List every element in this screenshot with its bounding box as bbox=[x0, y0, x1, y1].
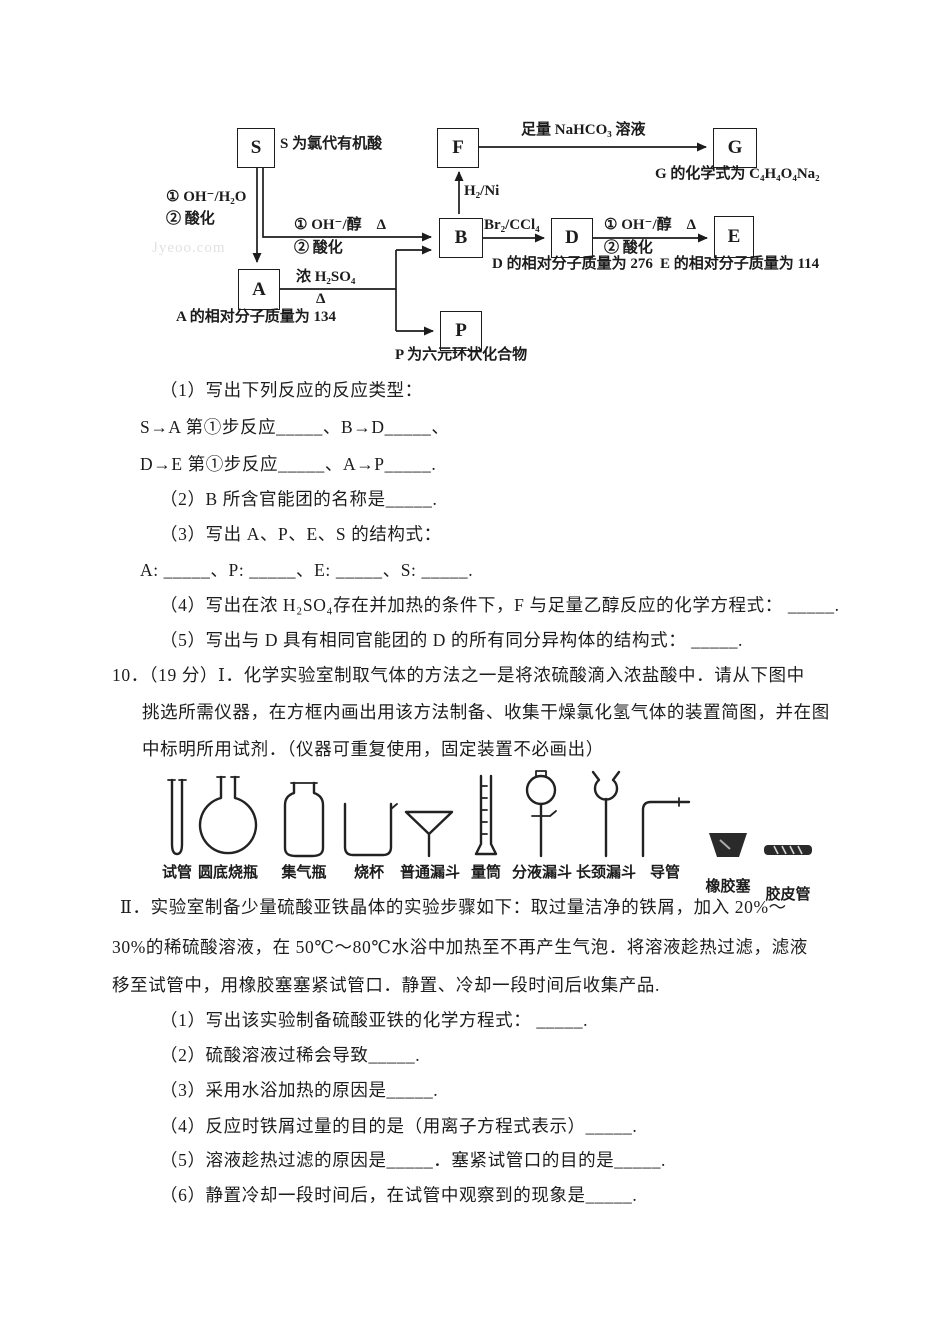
box-P: P bbox=[440, 311, 482, 351]
q10-head-line3: 中标明所用试剂．（仪器可重复使用，固定装置不必画出） bbox=[142, 739, 604, 759]
edge-label-b-to-f: H₂/Ni bbox=[464, 183, 500, 199]
long-neck-funnel-icon bbox=[576, 770, 636, 858]
equipment-beaker: 烧杯 bbox=[340, 770, 398, 882]
q10-sub6: （6）静置冷却一段时间后，在试管中观察到的现象是_____. bbox=[160, 1185, 638, 1205]
q9-part1-blanks-a: S→A 第①步反应_____、B→D_____、 bbox=[140, 417, 450, 437]
q10-head-line2: 挑选所需仪器，在方框内画出用该方法制备、收集干燥氯化氢气体的装置简图，并在图 bbox=[142, 702, 830, 722]
flowchart-connectors bbox=[252, 142, 708, 336]
q9-part2: （2）B 所含官能团的名称是_____. bbox=[160, 489, 438, 509]
q9-part1-head: （1）写出下列反应的反应类型： bbox=[160, 380, 423, 400]
q10-sub5: （5）溶液趁热过滤的原因是_____．塞紧试管口的目的是_____. bbox=[160, 1150, 667, 1170]
edge-label-s-to-b-step1: ① OH⁻/醇 Δ bbox=[294, 217, 387, 233]
equipment-separating-funnel: 分液漏斗 bbox=[512, 770, 573, 882]
box-B: B bbox=[439, 218, 483, 258]
edge-label-a-reagent: 浓 H₂SO₄ bbox=[296, 269, 356, 285]
note-G: G 的化学式为 C₄H₄O₄Na₂ bbox=[655, 166, 820, 182]
edge-label-s-to-b-step2: ② 酸化 bbox=[294, 240, 343, 256]
common-funnel-icon bbox=[400, 770, 458, 858]
equipment-label: 导管 bbox=[649, 865, 680, 881]
q9-part4: （4）写出在浓 H₂SO₄存在并加热的条件下，F 与足量乙醇反应的化学方程式： … bbox=[160, 595, 840, 615]
watermark: Jyeoo.com bbox=[152, 240, 226, 256]
equipment-label: 试管 bbox=[161, 865, 192, 881]
equipment-round-bottom-flask: 圆底烧瓶 bbox=[196, 770, 260, 882]
gas-bottle-icon bbox=[274, 770, 334, 858]
equipment-rubber-tubing: 胶皮管 bbox=[758, 770, 818, 904]
q10-sec2-line2: 30%的稀硫酸溶液，在 50℃～80℃水浴中加热至不再产生气泡．将溶液趁热过滤，… bbox=[112, 937, 808, 957]
note-A: A 的相对分子质量为 134 bbox=[176, 309, 337, 325]
test-tube-icon bbox=[158, 770, 196, 858]
q10-sub3: （3）采用水浴加热的原因是_____. bbox=[160, 1080, 439, 1100]
round-bottom-flask-icon bbox=[196, 770, 260, 858]
equipment-long-neck-funnel: 长颈漏斗 bbox=[576, 770, 636, 882]
box-F: F bbox=[437, 128, 479, 168]
edge-label-s-to-a-step2: ② 酸化 bbox=[166, 211, 215, 227]
edge-label-f-to-g: 足量 NaHCO₃ 溶液 bbox=[521, 122, 646, 138]
box-G: G bbox=[713, 128, 757, 168]
q10-head-line1: 10．（19 分）Ⅰ．化学实验室制取气体的方法之一是将浓硫酸滴入浓盐酸中．请从下… bbox=[112, 665, 805, 685]
edge-label-d-to-e-step2: ② 酸化 bbox=[604, 240, 653, 256]
box-S: S bbox=[237, 128, 275, 168]
equipment-label: 集气瓶 bbox=[281, 865, 327, 881]
equipment-label: 分液漏斗 bbox=[512, 865, 573, 881]
equipment-label: 烧杯 bbox=[353, 865, 384, 881]
q10-sub1: （1）写出该实验制备硫酸亚铁的化学方程式： _____. bbox=[160, 1010, 589, 1030]
delivery-tube-icon bbox=[636, 770, 694, 858]
box-A: A bbox=[238, 269, 280, 310]
q10-sub2: （2）硫酸溶液过稀会导致_____. bbox=[160, 1045, 421, 1065]
note-S: S 为氯代有机酸 bbox=[280, 136, 383, 152]
rubber-stopper-icon bbox=[698, 770, 758, 872]
equipment-delivery-tube: 导管 bbox=[636, 770, 694, 882]
rubber-tubing-icon bbox=[758, 770, 818, 880]
equipment-test-tube: 试管 bbox=[158, 770, 196, 882]
equipment-label: 长颈漏斗 bbox=[576, 865, 637, 881]
note-D: D 的相对分子质量为 276 bbox=[492, 256, 653, 272]
q9-part3-head: （3）写出 A、P、E、S 的结构式： bbox=[160, 524, 442, 544]
edge-label-a-delta: Δ bbox=[316, 291, 326, 307]
q10-sec2-line1: Ⅱ．实验室制备少量硫酸亚铁晶体的实验步骤如下：取过量洁净的铁屑，加入 20%～ bbox=[120, 897, 787, 917]
graduated-cylinder-icon bbox=[462, 770, 510, 858]
equipment-graduated-cylinder: 量筒 bbox=[462, 770, 510, 882]
edge-label-b-to-d: Br₂/CCl₄ bbox=[484, 217, 540, 233]
note-P: P 为六元环状化合物 bbox=[395, 347, 528, 363]
q10-sec2-line3: 移至试管中，用橡胶塞塞紧试管口．静置、冷却一段时间后收集产品. bbox=[112, 975, 660, 995]
box-D: D bbox=[551, 218, 593, 258]
equipment-label: 量筒 bbox=[470, 865, 501, 881]
equipment-label: 圆底烧瓶 bbox=[197, 865, 258, 881]
edge-label-s-to-a-step1: ① OH⁻/H₂O bbox=[166, 189, 247, 205]
beaker-icon bbox=[340, 770, 398, 858]
q10-sub4: （4）反应时铁屑过量的目的是（用离子方程式表示）_____. bbox=[160, 1116, 638, 1136]
equipment-rubber-stopper: 橡胶塞 bbox=[698, 770, 758, 896]
equipment-common-funnel: 普通漏斗 bbox=[400, 770, 461, 882]
equipment-label: 橡胶塞 bbox=[705, 879, 751, 895]
equipment-label: 胶皮管 bbox=[765, 887, 811, 903]
q9-part5: （5）写出与 D 具有相同官能团的 D 的所有同分异构体的结构式： _____. bbox=[160, 630, 744, 650]
edge-label-d-to-e-step1: ① OH⁻/醇 Δ bbox=[604, 217, 697, 233]
note-E: E 的相对分子质量为 114 bbox=[660, 256, 820, 272]
q9-part1-blanks-b: D→E 第①步反应_____、A→P_____. bbox=[140, 454, 437, 474]
equipment-gas-bottle: 集气瓶 bbox=[274, 770, 334, 882]
equipment-label: 普通漏斗 bbox=[400, 865, 461, 881]
box-E: E bbox=[714, 216, 754, 258]
q9-part3-blanks: A: _____、P: _____、E: _____、S: _____. bbox=[140, 560, 474, 580]
separating-funnel-icon bbox=[512, 770, 570, 858]
